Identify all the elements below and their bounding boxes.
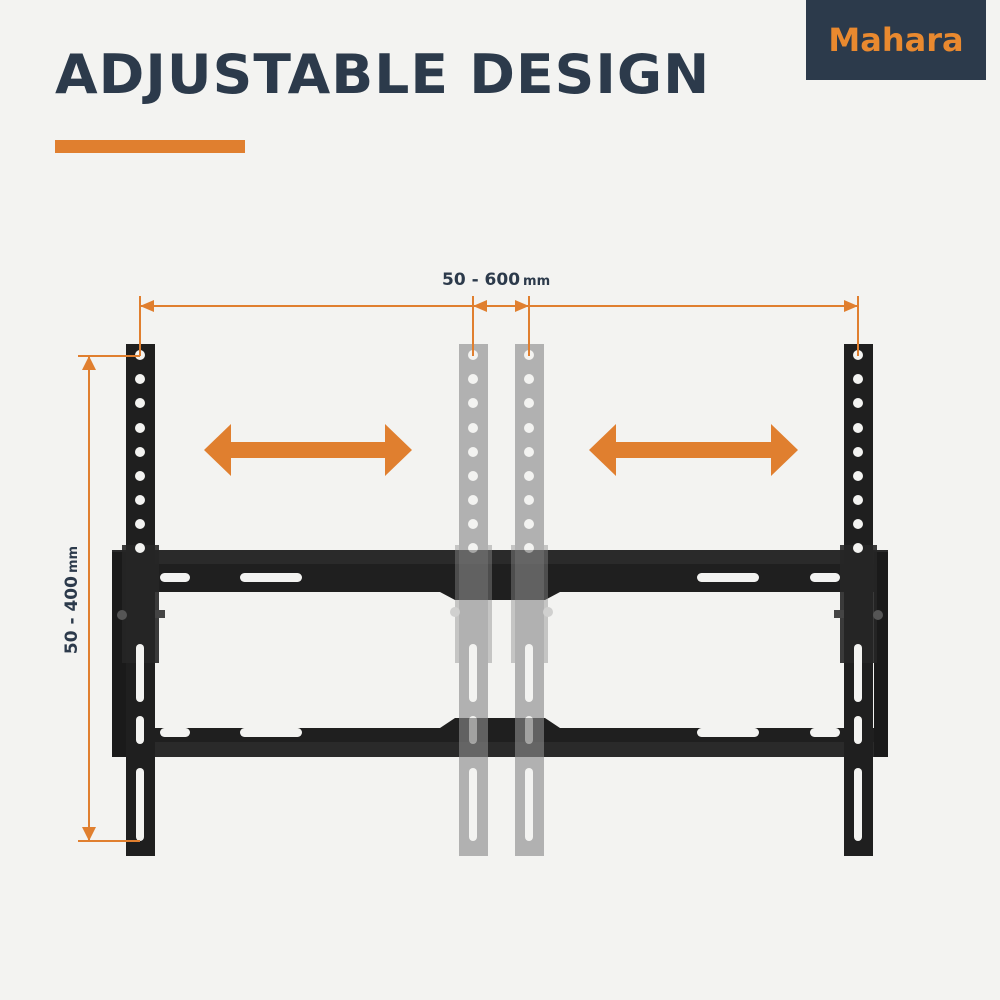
ghost-bracket-left-center xyxy=(450,344,492,856)
left-vertical-bracket xyxy=(117,344,165,856)
horizontal-dimension-line xyxy=(139,296,859,356)
brand-name: Mahara xyxy=(828,21,964,59)
double-arrow-left-icon xyxy=(204,424,412,476)
horizontal-dimension-unit: mm xyxy=(523,274,551,289)
vertical-dimension-line xyxy=(78,355,140,842)
double-arrow-right-icon xyxy=(589,424,798,476)
title-underline xyxy=(55,140,245,153)
page-title: ADJUSTABLE DESIGN xyxy=(55,43,711,106)
horizontal-dimension-value: 50 - 600 xyxy=(442,270,521,290)
horizontal-rails xyxy=(112,550,888,757)
right-vertical-bracket xyxy=(834,344,883,856)
ghost-bracket-right-center xyxy=(511,344,553,856)
brand-logo: Mahara xyxy=(806,0,986,80)
